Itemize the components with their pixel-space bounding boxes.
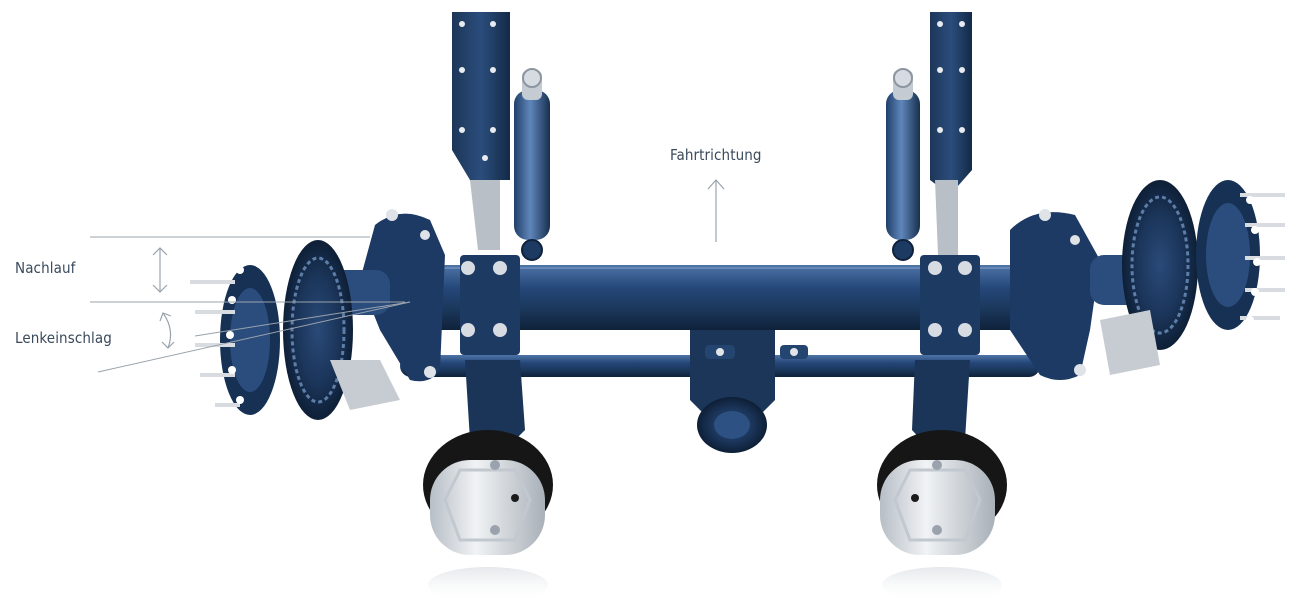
direction-arrow [707,179,725,242]
right-axle-clamp [920,255,980,355]
right-hanger-bracket [930,12,972,255]
steering-angle-double-arrow [159,312,175,349]
right-wheel-hub [1196,180,1285,330]
caster-guide-lines [90,236,405,303]
steering-angle-lines [97,301,411,373]
left-air-spring [423,430,553,603]
axle-beam [430,265,1010,330]
left-axle-clamp [460,255,520,355]
right-shock-absorber [886,68,920,261]
right-air-spring [877,430,1007,603]
center-mount [690,330,808,453]
left-shock-absorber [514,68,550,261]
steering-angle-label: Lenkeinschlag [15,329,112,347]
caster-label: Nachlauf [15,259,76,277]
left-brake-disc [283,240,400,420]
right-brake-disc [1100,180,1198,375]
left-hanger-bracket [452,12,510,250]
caster-double-arrow [152,247,168,293]
left-wheel-hub [190,265,280,415]
driving-direction-label: Fahrtrichtung [670,146,762,164]
